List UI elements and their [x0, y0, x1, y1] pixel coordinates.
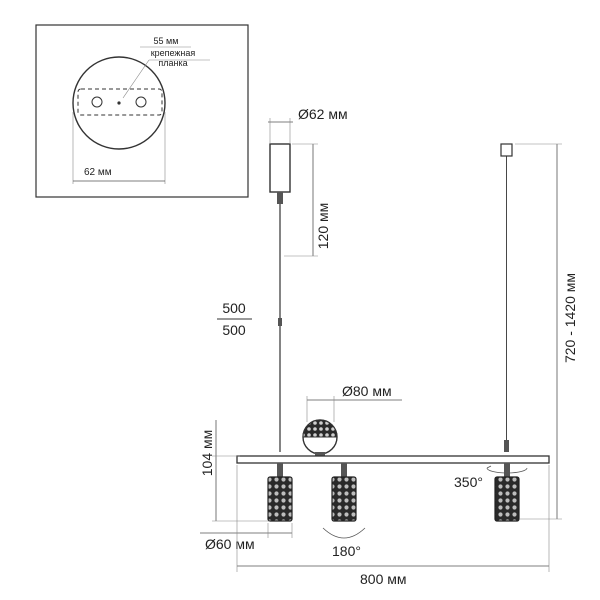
plate-caption-line2: планка [158, 58, 187, 68]
sphere-dimension: Ø80 мм [306, 383, 402, 422]
spot-middle [331, 463, 357, 522]
spot-left [267, 463, 293, 522]
spot-middle-shade [331, 476, 357, 522]
decorative-sphere [302, 419, 338, 456]
rotation-350-arrowhead [486, 465, 492, 469]
spot-middle-joint [341, 463, 347, 477]
right-suspension [500, 143, 513, 452]
plate-caption-line1: крепежная [151, 48, 196, 58]
canopy-height-label: 120 мм [315, 203, 331, 250]
mounting-plate [77, 88, 163, 116]
rotation-180-label: 180° [332, 543, 361, 559]
canopy-width-label: 62 мм [84, 167, 112, 178]
canopy-top-view-inset: 55 мм крепежная планка 62 мм [35, 24, 249, 198]
canopy [269, 143, 291, 193]
plate-length-label: 55 мм [154, 36, 179, 46]
total-width-label: 800 мм [360, 571, 407, 587]
mounting-hole-left [91, 96, 103, 108]
rotation-350-arc [486, 467, 528, 474]
spot-right-joint [504, 463, 510, 477]
rotation-350-indicator: 350° [454, 465, 528, 490]
rod-length-annotation: 500 500 [217, 300, 252, 338]
canopy-height-dimension: 120 мм [284, 143, 331, 257]
rotation-350-label: 350° [454, 474, 483, 490]
spot-right [494, 463, 520, 522]
rod-coupling [278, 318, 282, 326]
rod-length-bottom-label: 500 [222, 322, 246, 338]
total-height-dimension: 720 - 1420 мм [515, 143, 578, 520]
sphere-mount [315, 452, 325, 456]
shade-diameter-label: Ø60 мм [205, 536, 255, 552]
spot-left-joint [277, 463, 283, 477]
sphere-mesh-dome [302, 419, 338, 438]
mounting-hole-right [135, 96, 147, 108]
left-suspension [269, 143, 291, 452]
spot-right-shade [494, 476, 520, 522]
rotation-180-arc [322, 527, 366, 539]
plate-leader [122, 59, 150, 99]
total-width-dimension: 800 мм [236, 465, 550, 587]
center-mark [117, 101, 121, 105]
rod-length-top-label: 500 [222, 300, 246, 316]
fixture-height-dimension: 104 мм [199, 420, 270, 522]
canopy-diameter-label: Ø62 мм [298, 106, 348, 122]
cable-canopy [500, 143, 513, 157]
cable-clamp [504, 440, 509, 452]
fixture-height-label: 104 мм [199, 430, 215, 477]
canopy-connector [277, 192, 283, 204]
canopy-diameter-dimension: Ø62 мм [268, 106, 348, 144]
spot-left-shade [267, 476, 293, 522]
total-height-label: 720 - 1420 мм [562, 273, 578, 363]
sphere-diameter-label: Ø80 мм [342, 383, 392, 399]
shade-diameter-dimension: Ø60 мм [200, 523, 293, 552]
rotation-180-indicator: 180° [322, 527, 366, 559]
horizontal-bar [236, 455, 550, 464]
